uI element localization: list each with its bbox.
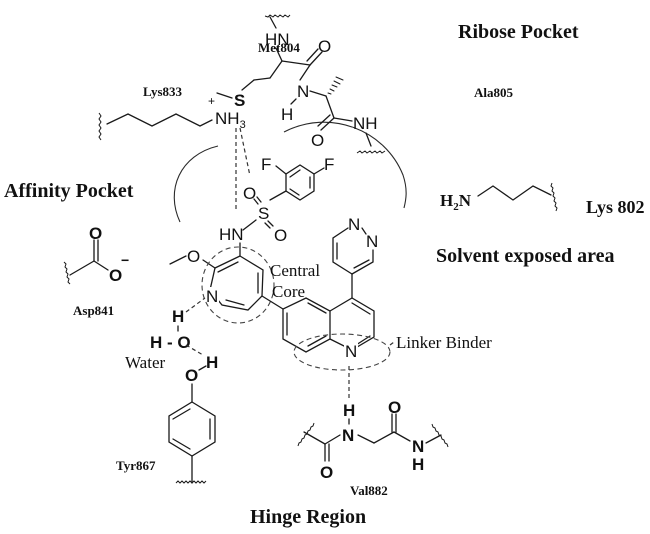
- lys802-attachment-wavy: [550, 182, 558, 212]
- lys802-structure: H2N: [440, 182, 558, 213]
- ala805-carbonyl-o: O: [311, 131, 324, 150]
- fluorine-ortho: F: [261, 155, 271, 174]
- ribose-pocket-label: Ribose Pocket: [458, 21, 579, 43]
- ligand-sulfonamide: S O O HN: [219, 184, 287, 257]
- pyridazine-n2: N: [366, 232, 378, 251]
- affinity-pocket-label: Affinity Pocket: [4, 180, 134, 202]
- asp841-label: Asp841: [73, 303, 114, 318]
- asp841-structure: O O −: [63, 224, 129, 285]
- sulfonyl-o-upper: O: [243, 184, 256, 203]
- ligand-central-core: N O Central Core: [169, 246, 320, 324]
- tyr867-label: Tyr867: [116, 458, 156, 473]
- ala805-nh-h: H: [281, 105, 293, 124]
- central-core-outline: [201, 246, 275, 324]
- lys833-label: Lys833: [143, 84, 183, 99]
- pyridazine-n1: N: [348, 215, 360, 234]
- water-network: H H - O Water: [125, 297, 206, 372]
- fluorine-para: F: [324, 155, 334, 174]
- ala805-attachment-wavy: [356, 150, 386, 154]
- val882-carbonyl-o-left: O: [320, 463, 333, 482]
- tyr867-phenol-o: O: [185, 366, 198, 385]
- sulfonyl-s: S: [258, 204, 269, 223]
- lys802-h2n: H2N: [440, 191, 472, 213]
- linker-binder-outline: [293, 333, 391, 371]
- asp841-attachment-wavy: [63, 261, 71, 285]
- val882-attachment-wavy-left: [297, 422, 315, 447]
- asp841-carbonyl-o: O: [89, 224, 102, 243]
- hbond-water-tyr: [185, 344, 204, 356]
- tyr867-structure: H O: [168, 353, 218, 484]
- hbond-lys833-o: [239, 127, 251, 177]
- val882-nh-h: H: [343, 401, 355, 420]
- ligand-pyridazine: N N: [332, 215, 378, 275]
- asp841-carboxylate-o: O: [109, 266, 122, 285]
- methoxy-o: O: [187, 247, 200, 266]
- pyridine-n: N: [206, 287, 218, 306]
- hinge-region-label: Hinge Region: [250, 506, 366, 528]
- water-h-o: H - O: [150, 333, 191, 352]
- met804-label: Met804: [258, 40, 300, 55]
- ala805-label: Ala805: [474, 85, 514, 100]
- val882-structure: H N O O N H: [297, 366, 449, 482]
- met804-ala805-structure: HN S O N H O NH: [216, 14, 386, 154]
- lys833-nh3: NH3: [215, 109, 246, 131]
- met804-hn: HN: [265, 30, 290, 49]
- val882-n: N: [342, 426, 354, 445]
- tyr867-attachment-wavy: [175, 480, 207, 484]
- met804-carbonyl-o: O: [318, 37, 331, 56]
- met804-sulfur: S: [234, 91, 245, 110]
- central-core-label-line2: Core: [272, 282, 305, 301]
- solvent-exposed-label: Solvent exposed area: [436, 245, 615, 267]
- ala805-nh: NH: [353, 114, 378, 133]
- tyr867-phenol-h: H: [206, 353, 218, 372]
- ribose-pocket-arc: [283, 121, 407, 209]
- ligand-quinoline: N Linker Binder: [261, 273, 492, 371]
- lys833-attachment-wavy: [98, 112, 102, 141]
- ala805-n: N: [297, 82, 309, 101]
- lys802-label: Lys 802: [586, 197, 645, 217]
- quinoline-n: N: [345, 342, 357, 361]
- water-label: Water: [125, 353, 165, 372]
- val882-attachment-wavy-right: [431, 423, 449, 448]
- water-h-upper: H: [172, 307, 184, 326]
- ligand-difluorophenyl: F F: [261, 155, 334, 201]
- lys833-structure: + NH3: [98, 94, 251, 210]
- met804-attachment-wavy: [264, 14, 291, 18]
- asp841-charge: −: [121, 252, 129, 268]
- central-core-label-line1: Central: [270, 261, 320, 280]
- val882-amide-n: N: [412, 437, 424, 456]
- ammonium-charge: +: [208, 94, 215, 108]
- hbond-water-pyridine: [185, 297, 206, 313]
- val882-amide-h: H: [412, 455, 424, 474]
- linker-binder-label: Linker Binder: [396, 333, 492, 352]
- sulfonamide-hn: HN: [219, 225, 244, 244]
- sulfonyl-o-lower: O: [274, 226, 287, 245]
- ala805-hashed-wedge: [327, 76, 344, 95]
- affinity-pocket-arc: [173, 145, 219, 223]
- val882-label: Val882: [350, 483, 388, 498]
- val882-carbonyl-o-right: O: [388, 398, 401, 417]
